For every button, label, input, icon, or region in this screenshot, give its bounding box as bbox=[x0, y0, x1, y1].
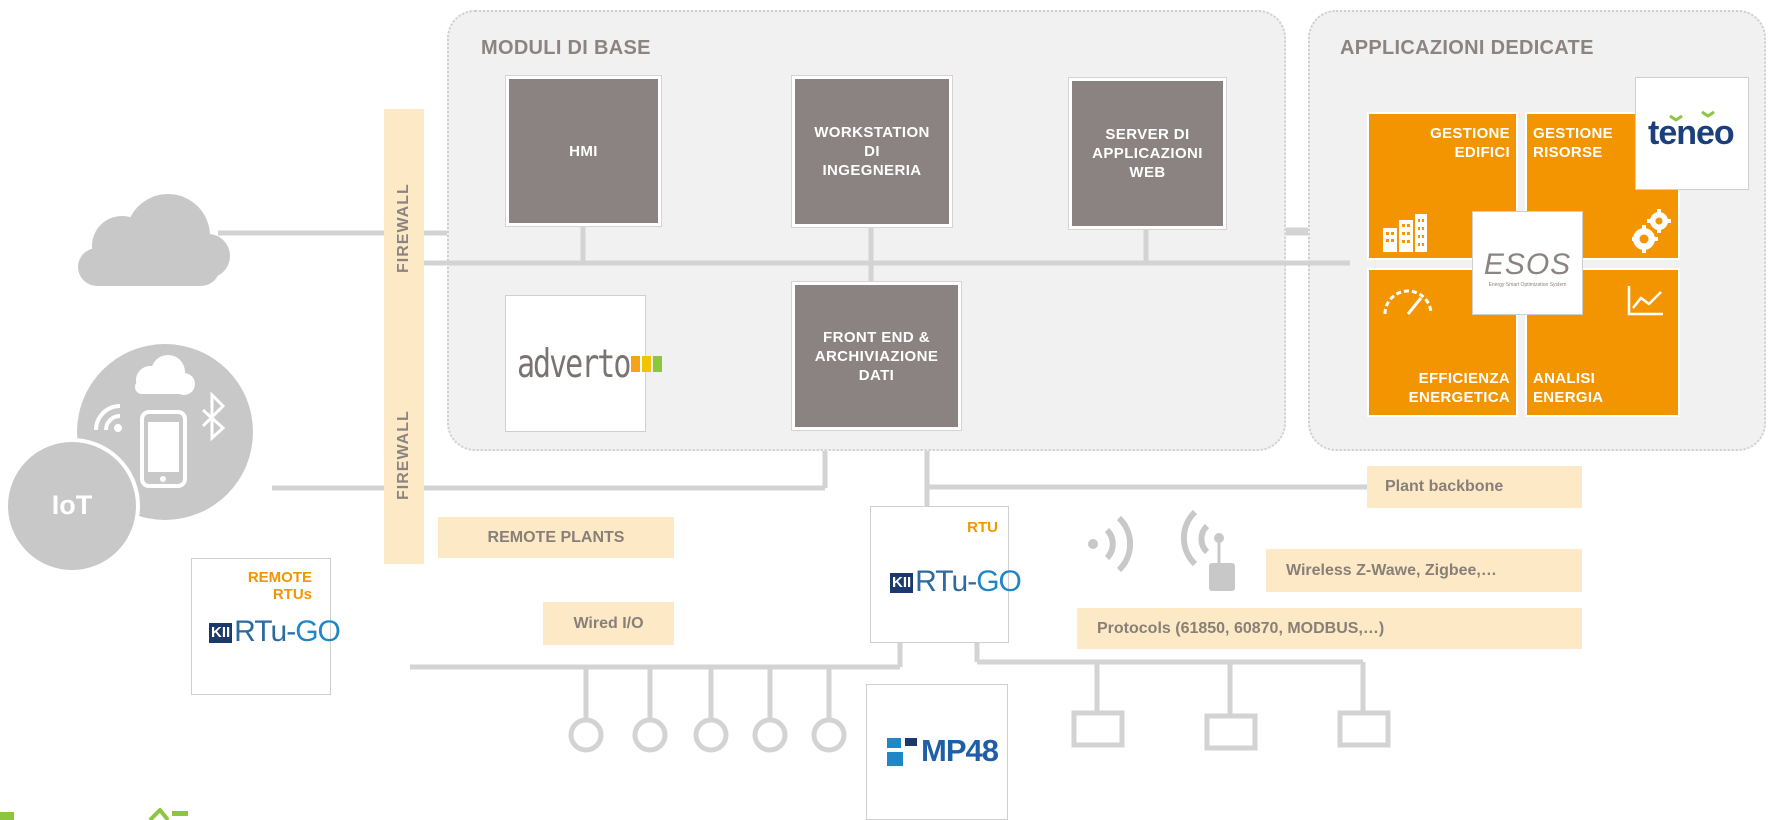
tile-label: EFFICIENZA ENERGETICA bbox=[1408, 370, 1510, 406]
panel-title: APPLICAZIONI DEDICATE bbox=[1340, 37, 1594, 59]
io-point-icon bbox=[752, 717, 788, 753]
adverto-logo: adverto bbox=[517, 341, 663, 387]
rtu-label: RTU bbox=[967, 519, 998, 536]
cloud-icon bbox=[78, 194, 230, 286]
gears-icon bbox=[1632, 209, 1671, 253]
protocols-label: Protocols (61850, 60870, MODBUS,…) bbox=[1077, 608, 1582, 649]
teneo-logo: teneo bbox=[1648, 114, 1735, 152]
tile-label: ANALISI ENERGIA bbox=[1533, 370, 1604, 406]
chart-line-icon bbox=[1627, 286, 1663, 316]
wired-io-devices bbox=[568, 717, 847, 753]
teneo-accent-icon bbox=[1669, 110, 1715, 122]
tile-label: GESTIONE RISORSE bbox=[1533, 125, 1613, 161]
wired-io-label: Wired I/O bbox=[543, 602, 674, 645]
wireless-signal-icon bbox=[1088, 515, 1134, 573]
buildings-icon bbox=[1383, 214, 1427, 252]
iot-cluster bbox=[4, 344, 253, 574]
mp48-mark-icon bbox=[887, 738, 917, 766]
mp48-box: MP48 bbox=[866, 684, 1008, 820]
firewall-label-bottom: FIREWALL bbox=[395, 410, 412, 500]
network-lines-top bbox=[420, 225, 1350, 284]
teneo-logo-box: teneo bbox=[1635, 77, 1749, 190]
io-point-icon bbox=[693, 717, 729, 753]
module-label: HMI bbox=[569, 142, 598, 160]
io-point-icon bbox=[632, 717, 668, 753]
iot-circle bbox=[4, 438, 140, 574]
device-icon bbox=[1337, 710, 1391, 748]
mp48-logo: MP48 bbox=[885, 733, 999, 769]
module-label: SERVER DI APPLICAZIONI WEB bbox=[1092, 126, 1203, 181]
device-icon bbox=[1071, 710, 1125, 748]
module-label: FRONT END & ARCHIVIAZIONE DATI bbox=[814, 328, 939, 384]
module-label: WORKSTATION DI INGEGNERIA bbox=[814, 124, 930, 179]
panel-title: MODULI DI BASE bbox=[481, 37, 651, 59]
adverto-logo-box: adverto bbox=[505, 295, 663, 432]
brand-mark-icon bbox=[0, 808, 188, 820]
wireless-label: Wireless Z-Wawe, Zigbee,… bbox=[1266, 549, 1582, 592]
hmi-module[interactable]: HMI bbox=[505, 75, 662, 227]
io-point-icon bbox=[811, 717, 847, 753]
io-point-icon bbox=[568, 717, 604, 753]
workstation-module[interactable]: WORKSTATION DI INGEGNERIA bbox=[791, 75, 953, 228]
gauge-icon bbox=[1383, 289, 1433, 315]
antenna-icon bbox=[1180, 509, 1235, 591]
firewall-label-top: FIREWALL bbox=[395, 183, 412, 273]
iot-label: IoT bbox=[51, 490, 93, 520]
remote-plants-label: REMOTE PLANTS bbox=[438, 517, 674, 558]
device-icon bbox=[1204, 713, 1258, 751]
plant-backbone-label: Plant backbone bbox=[1367, 466, 1582, 508]
protocol-devices bbox=[1071, 710, 1391, 751]
esos-logo: ESOS bbox=[1483, 248, 1572, 281]
server-module[interactable]: SERVER DI APPLICAZIONI WEB bbox=[1068, 77, 1227, 230]
esos-logo-box: ESOS Energy Smart Optimization System bbox=[1472, 211, 1583, 315]
firewall-bar bbox=[384, 109, 424, 564]
remote-rtus-label: REMOTE RTUs bbox=[247, 569, 312, 603]
frontend-module[interactable]: FRONT END & ARCHIVIAZIONE DATI bbox=[791, 281, 962, 431]
esos-subtitle: Energy Smart Optimization System bbox=[1488, 282, 1567, 288]
tile-label: GESTIONE EDIFICI bbox=[1430, 125, 1510, 161]
